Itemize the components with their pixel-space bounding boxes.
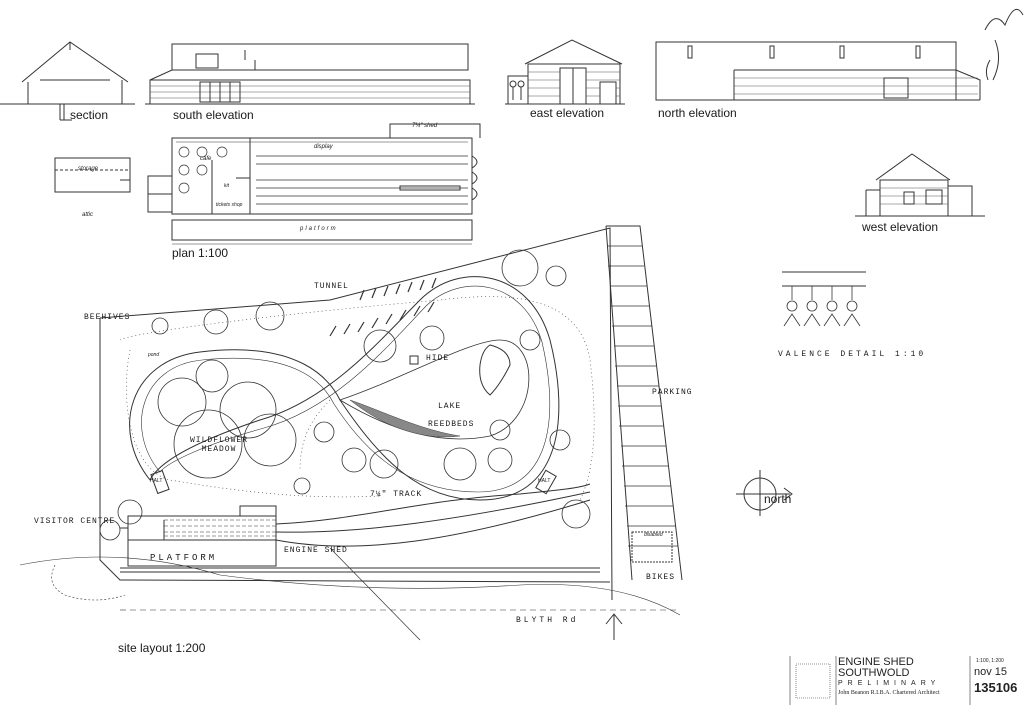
label-halt-right: HALT bbox=[538, 478, 551, 484]
label-tunnel: TUNNEL bbox=[314, 282, 349, 291]
label-tickets-shop: tickets shop bbox=[216, 202, 243, 208]
label-east-elevation: east elevation bbox=[530, 106, 605, 120]
label-track: 7¼" TRACK bbox=[370, 490, 423, 499]
label-visitor-centre: VISITOR CENTRE bbox=[34, 517, 116, 526]
floor-plan-drawing bbox=[147, 123, 481, 245]
label-south-elevation: south elevation bbox=[173, 108, 254, 122]
label-west-elevation: west elevation bbox=[862, 220, 939, 234]
valence-detail-drawing bbox=[782, 271, 866, 327]
title-line-2: SOUTHWOLD bbox=[838, 667, 910, 679]
station-and-sidings bbox=[120, 469, 600, 641]
label-storage: storage bbox=[78, 166, 99, 172]
label-blyth-road: BLYTH Rd bbox=[516, 616, 579, 625]
label-engine-shed: ENGINE SHED bbox=[284, 546, 348, 555]
label-attic: attic bbox=[82, 212, 94, 218]
label-wildflower-meadow: WILDFLOWER MEADOW bbox=[189, 436, 248, 454]
section-drawing bbox=[0, 41, 135, 121]
parking-bays bbox=[605, 225, 683, 581]
lake bbox=[339, 339, 530, 440]
title-line-3: PRELIMINARY bbox=[838, 680, 941, 687]
label-cafe: cafe bbox=[200, 156, 212, 162]
east-elevation-drawing bbox=[505, 39, 625, 105]
label-kit: kit bbox=[224, 183, 229, 189]
railway-track-loop bbox=[129, 276, 560, 501]
label-pond: pond bbox=[148, 352, 160, 358]
label-bikes: BIKES bbox=[646, 573, 676, 582]
north-elevation-drawing bbox=[655, 8, 1024, 101]
label-site-layout: site layout 1:200 bbox=[118, 641, 206, 655]
tunnel bbox=[329, 277, 437, 337]
label-lake: LAKE bbox=[438, 402, 462, 411]
attic-plan-drawing bbox=[54, 157, 131, 193]
north-arrow bbox=[736, 470, 793, 516]
label-plan: plan 1:100 bbox=[172, 246, 229, 260]
south-elevation-drawing bbox=[145, 43, 475, 105]
title-block: ENGINE SHED SOUTHWOLD PRELIMINARY John B… bbox=[790, 655, 1024, 705]
west-elevation-drawing bbox=[855, 153, 985, 217]
label-reedbeds: REEDBEDS bbox=[428, 420, 475, 429]
site-boundary bbox=[19, 227, 681, 616]
label-platform-plan: platform bbox=[300, 226, 338, 232]
label-shed-width: 7¼" shed bbox=[412, 123, 438, 129]
label-platform-site: PLATFORM bbox=[150, 553, 218, 563]
label-parking: PARKING bbox=[652, 388, 693, 397]
title-line-1: ENGINE SHED bbox=[838, 656, 914, 668]
title-scale: 1:100, 1:200 bbox=[976, 658, 1004, 664]
label-north-elevation: north elevation bbox=[658, 106, 737, 120]
label-hide: HIDE bbox=[426, 354, 450, 363]
title-architect: John Beanon R.I.B.A. Chartered Architect bbox=[838, 690, 940, 696]
trees bbox=[99, 249, 591, 541]
label-north: north bbox=[764, 492, 792, 506]
label-beehives: BEEHIVES bbox=[84, 313, 131, 322]
label-section: section bbox=[70, 108, 109, 122]
label-disabled: disabled bbox=[644, 532, 663, 538]
title-drawing-number: 135106 bbox=[974, 680, 1018, 695]
title-block-frame bbox=[789, 656, 971, 705]
footpaths bbox=[119, 296, 595, 501]
title-date: nov 15 bbox=[974, 666, 1008, 678]
blyth-road bbox=[120, 609, 680, 640]
label-halt-left: HALT bbox=[150, 478, 163, 484]
label-valence-detail: VALENCE DETAIL 1:10 bbox=[778, 350, 927, 359]
label-display: display bbox=[314, 144, 333, 150]
